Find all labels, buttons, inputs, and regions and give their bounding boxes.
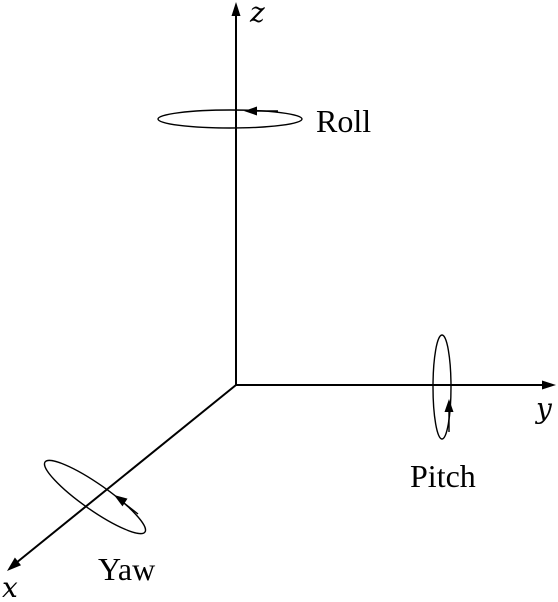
z-axis: z	[231, 0, 265, 385]
yaw-label: Yaw	[98, 551, 155, 587]
yaw-arrowhead	[114, 495, 128, 507]
x-axis-arrowhead	[7, 557, 21, 571]
pitch-ellipse	[432, 334, 452, 440]
yaw-ellipse	[43, 459, 147, 535]
y-axis-arrowhead	[542, 380, 556, 390]
roll-rotation-indicator: Roll	[157, 103, 371, 139]
yaw-arrow-shaft	[123, 502, 139, 515]
pitch-label: Pitch	[410, 458, 476, 494]
roll-ellipse	[157, 109, 303, 129]
x-axis-label: x	[2, 571, 18, 602]
z-axis-label: z	[249, 0, 265, 29]
y-axis-label: y	[534, 392, 553, 425]
y-axis: y	[236, 380, 556, 425]
pitch-arrowhead	[444, 399, 454, 412]
yaw-rotation-indicator: Yaw	[43, 459, 155, 587]
roll-label: Roll	[316, 103, 371, 139]
z-axis-arrowhead	[231, 2, 241, 16]
pitch-rotation-indicator: Pitch	[410, 334, 476, 494]
x-axis: x	[2, 384, 237, 602]
roll-arrowhead	[244, 106, 257, 116]
x-axis-line	[15, 384, 237, 564]
